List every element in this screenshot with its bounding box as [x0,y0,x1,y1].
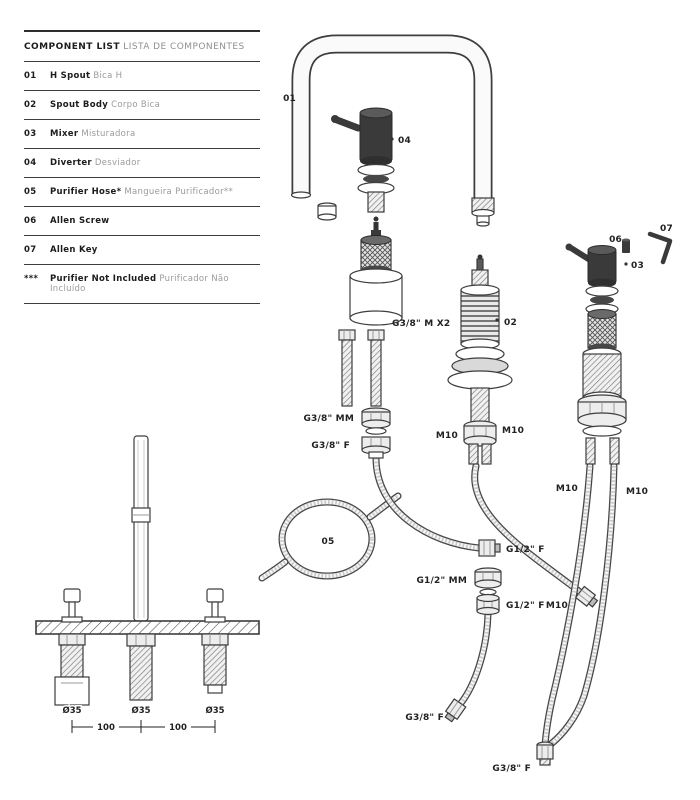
mixer-assembly [565,243,627,465]
label-m10-spout-left: M10 [436,431,458,441]
label-m10-mid: M10 [546,601,568,611]
component-name-en: Allen Key [50,245,98,255]
flex-hose-lower-left [461,614,488,703]
label-part-02: 02 [504,318,517,328]
component-number: 04 [24,158,37,168]
component-row-02: 02 Spout Body Corpo Bica [24,90,260,119]
label-part-07: 07 [660,224,673,234]
flex-hose-left [376,458,479,548]
component-row-05: 05 Purifier Hose* Mangueira Purificador*… [24,177,260,206]
threaded-tails [338,329,385,407]
label-spacing-left: 100 [97,723,115,733]
component-row-03: 03 Mixer Misturadora [24,119,260,148]
component-number: *** [24,274,39,284]
label-g38-m-x2: G3/8" M X2 [392,319,450,329]
label-diameter-left: Ø35 [62,705,81,716]
component-name-pt: Mangueira Purificador** [124,187,234,197]
component-number: 02 [24,100,37,110]
component-list-title-pt: LISTA DE COMPONENTES [123,42,245,52]
label-diameter-center: Ø35 [131,705,150,716]
fitting-g12-mm [474,567,502,596]
allen-key [647,231,673,265]
label-m10-mixer-left: M10 [556,484,578,494]
component-name-pt: Purificador Não Incluído [50,274,229,294]
label-g38-f-bottom-left: G3/8" F [405,713,444,723]
component-number: 06 [24,216,37,226]
label-part-06: 06 [609,235,622,245]
pointer-dot [624,262,628,266]
component-row-04: 04 Diverter Desviador [24,148,260,177]
pointer-dot [495,318,499,322]
component-name-en: H Spout [50,71,91,81]
fitting-g38-f-bottom-right [536,741,554,766]
component-number: 01 [24,71,37,81]
component-name-en: Purifier Hose* [50,187,122,197]
label-m10-spout-right: M10 [502,426,524,436]
component-list-header: COMPONENT LIST LISTA DE COMPONENTES [24,30,260,61]
label-g12-mm: G1/2" MM [416,576,467,586]
label-part-04: 04 [398,136,411,146]
allen-screw [622,238,630,253]
label-part-03: 03 [631,261,644,271]
component-name-pt: Misturadora [81,129,136,139]
label-g38-f-bottom-right: G3/8" F [492,764,531,774]
fitting-g38-f-bottom-left [444,698,467,723]
diverter-assembly [331,107,395,230]
component-number: 03 [24,129,37,139]
component-row-01: 01 H Spout Bica H [24,61,260,90]
label-g12-f-lower: G1/2" F [506,601,545,611]
label-g38-mm: G3/8" MM [303,414,354,424]
h-spout [290,34,495,227]
component-name-pt: Desviador [94,158,141,168]
g38-nut-stack [361,407,391,459]
component-name-en: Mixer [50,129,79,139]
component-number: 05 [24,187,37,197]
diverter-cartridge-body [349,230,403,326]
fitting-g12-f-lower [476,593,500,616]
component-name-pt: Bica H [93,71,123,81]
component-row-note: *** Purifier Not Included Purificador Nã… [24,264,260,304]
component-name-en: Diverter [50,158,92,168]
component-row-07: 07 Allen Key [24,235,260,264]
component-row-06: 06 Allen Screw [24,206,260,235]
component-name-en: Allen Screw [50,216,110,226]
label-g12-f-upper: G1/2" F [506,545,545,555]
pointer-dot [390,137,394,141]
component-list-title-en: COMPONENT LIST [24,42,120,52]
component-number: 07 [24,245,37,255]
label-spacing-right: 100 [169,723,187,733]
dimension-drawing [35,435,260,733]
label-diameter-right: Ø35 [205,705,224,716]
label-m10-mixer-right: M10 [626,487,648,497]
label-g38-f: G3/8" F [311,441,350,451]
component-list: COMPONENT LIST LISTA DE COMPONENTES 01 H… [24,30,260,304]
spout-body [447,254,513,465]
fitting-g12-f [478,539,501,557]
label-part-05: 05 [322,537,335,547]
component-name-en: Purifier Not Included [50,274,157,284]
component-name-pt: Corpo Bica [111,100,161,110]
label-part-01: 01 [283,94,296,104]
component-name-en: Spout Body [50,100,109,110]
fitting-m10-mid [574,585,599,608]
